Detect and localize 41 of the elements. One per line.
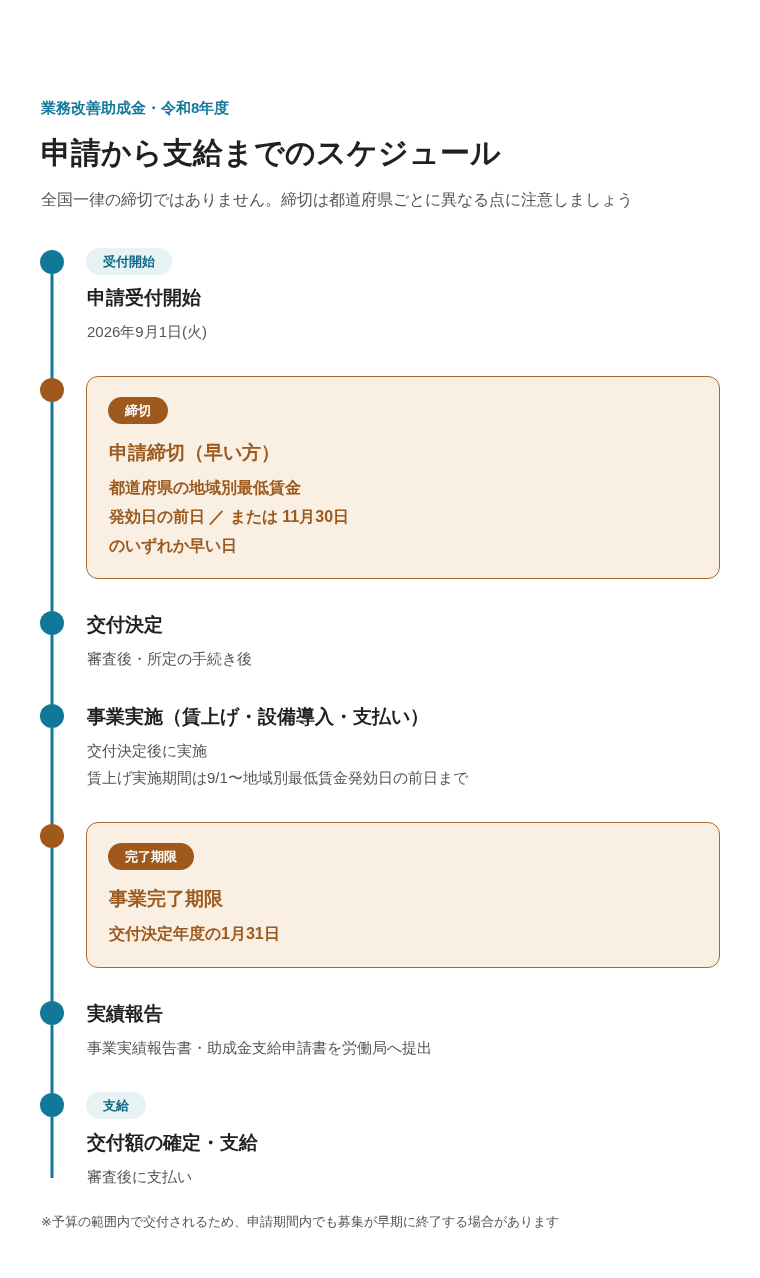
stage-tag: 受付開始 (86, 248, 172, 275)
step-heading: 申請受付開始 (87, 286, 201, 310)
timeline-line (50, 1117, 54, 1178)
timeline-dot (40, 1001, 64, 1025)
timeline-dot (40, 824, 64, 848)
timeline-line (50, 728, 54, 824)
timeline-dot (40, 611, 64, 635)
stage-tag: 完了期限 (108, 843, 194, 870)
timeline-line (50, 274, 54, 378)
timeline-dot (40, 704, 64, 728)
step-detail: 2026年9月1日(火) (87, 322, 208, 342)
card-detail: 都道府県の地域別最低賃金 (109, 478, 301, 498)
timeline-line (50, 635, 54, 704)
timeline-line (50, 1025, 54, 1093)
card-heading: 事業完了期限 (109, 887, 223, 911)
step-heading: 実績報告 (87, 1002, 163, 1026)
footnote: ※予算の範囲内で交付されるため、申請期間内でも募集が早期に終了する場合があります (41, 1213, 559, 1231)
step-heading: 交付決定 (87, 613, 163, 637)
step-detail: 審査後に支払い (87, 1167, 192, 1187)
stage-tag: 締切 (108, 397, 168, 424)
timeline-line (50, 402, 54, 611)
deadline-card (86, 376, 720, 579)
timeline-dot (40, 1093, 64, 1117)
timeline-dot (40, 378, 64, 402)
step-detail: 審査後・所定の手続き後 (87, 649, 252, 669)
card-heading: 申請締切（早い方） (109, 441, 280, 465)
step-heading: 交付額の確定・支給 (87, 1131, 258, 1155)
stage-tag: 支給 (86, 1092, 146, 1119)
card-detail: 発効日の前日 ／ または 11月30日 (109, 507, 350, 527)
step-detail: 事業実績報告書・助成金支給申請書を労働局へ提出 (87, 1038, 432, 1058)
deadline-card (86, 822, 720, 968)
description: 全国一律の締切ではありません。締切は都道府県ごとに異なる点に注意しましょう (41, 190, 633, 210)
card-detail: 交付決定年度の1月31日 (109, 924, 280, 944)
step-heading: 事業実施（賃上げ・設備導入・支払い） (87, 705, 429, 729)
timeline-line (50, 848, 54, 1001)
timeline-dot (40, 250, 64, 274)
step-detail: 交付決定後に実施 (87, 741, 207, 761)
title: 申請から支給までのスケジュール (41, 135, 501, 171)
card-detail: のいずれか早い日 (109, 536, 237, 557)
step-detail: 賃上げ実施期間は9/1〜地域別最低賃金発効日の前日まで (87, 768, 468, 788)
subtitle: 業務改善助成金・令和8年度 (41, 98, 230, 118)
